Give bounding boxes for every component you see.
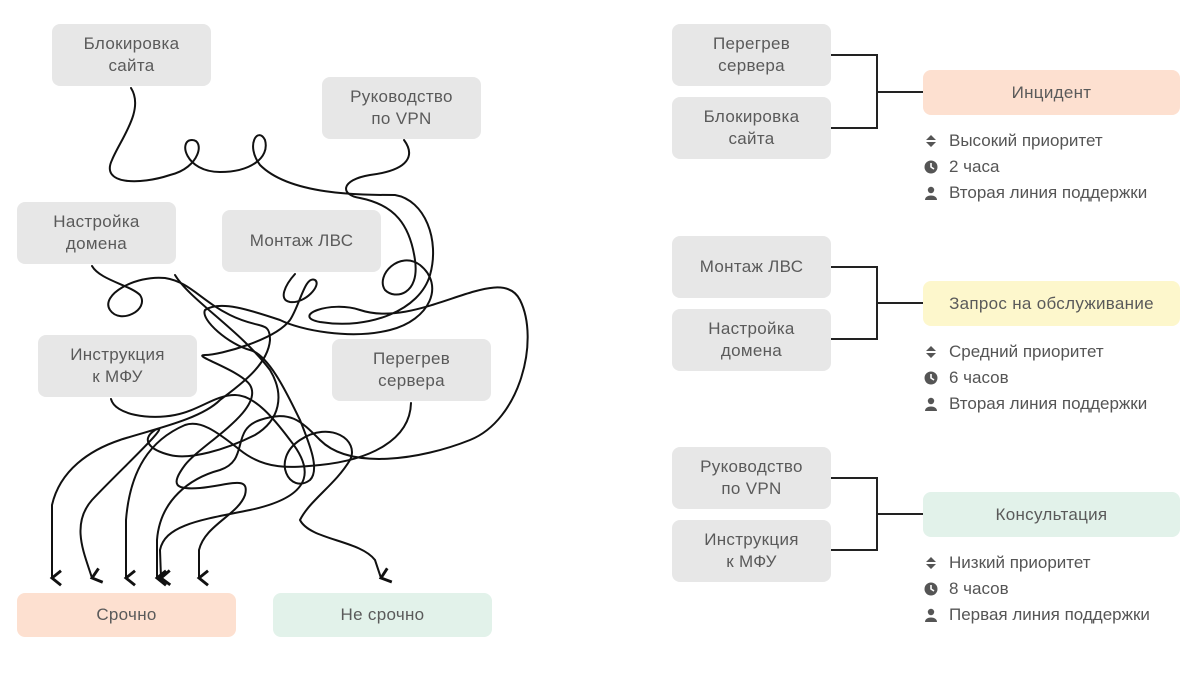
group-maintenance-task-1: Монтаж ЛВС <box>672 236 831 298</box>
task-server-overheat: Перегрев сервера <box>332 339 491 401</box>
priority-icon <box>923 555 939 571</box>
group-maintenance-task-2: Настройка домена <box>672 309 831 371</box>
connector-mfp-manual <box>110 393 306 587</box>
category-consultation: Консультация <box>923 492 1180 537</box>
connector-server-overheat <box>123 402 412 587</box>
category-incident: Инцидент <box>923 70 1180 115</box>
clock-icon <box>923 370 939 386</box>
group-consultation-task-2: Инструкция к МФУ <box>672 520 831 582</box>
attr-support-line: Первая линия поддержки <box>923 602 1150 628</box>
attr-time: 8 часов <box>923 576 1150 602</box>
target-not-urgent: Не срочно <box>273 593 492 637</box>
priority-icon <box>923 133 939 149</box>
attr-support-line: Вторая линия поддержки <box>923 391 1147 417</box>
group-incident-task-1: Перегрев сервера <box>672 24 831 86</box>
incident-attributes: Высокий приоритет 2 часа Вторая линия по… <box>923 128 1147 206</box>
task-site-block: Блокировка сайта <box>52 24 211 86</box>
connector-site-block <box>108 87 529 587</box>
attr-time: 2 часа <box>923 154 1147 180</box>
user-icon <box>923 396 939 412</box>
attr-priority: Высокий приоритет <box>923 128 1147 154</box>
connector-vpn-guide <box>203 139 434 584</box>
category-maintenance-request: Запрос на обслуживание <box>923 281 1180 326</box>
attr-priority: Средний приоритет <box>923 339 1147 365</box>
task-domain-setup: Настройка домена <box>17 202 176 264</box>
priority-icon <box>923 344 939 360</box>
consultation-attributes: Низкий приоритет 8 часов Первая линия по… <box>923 550 1150 628</box>
clock-icon <box>923 581 939 597</box>
task-lan-install: Монтаж ЛВС <box>222 210 381 272</box>
target-urgent: Срочно <box>17 593 236 637</box>
connector-lan-install <box>175 273 318 587</box>
connector-extra-strand <box>79 274 280 584</box>
tangled-connectors <box>49 87 529 587</box>
bracket-incident <box>831 54 923 129</box>
task-mfp-manual: Инструкция к МФУ <box>38 335 197 397</box>
clock-icon <box>923 159 939 175</box>
group-incident-task-2: Блокировка сайта <box>672 97 831 159</box>
attr-time: 6 часов <box>923 365 1147 391</box>
task-vpn-guide: Руководство по VPN <box>322 77 481 139</box>
maintenance-attributes: Средний приоритет 6 часов Вторая линия п… <box>923 339 1147 417</box>
bracket-consultation <box>831 477 923 551</box>
attr-priority: Низкий приоритет <box>923 550 1150 576</box>
attr-support-line: Вторая линия поддержки <box>923 180 1147 206</box>
user-icon <box>923 185 939 201</box>
user-icon <box>923 607 939 623</box>
connector-domain-setup <box>49 265 272 587</box>
group-consultation-task-1: Руководство по VPN <box>672 447 831 509</box>
bracket-maintenance <box>831 266 923 340</box>
